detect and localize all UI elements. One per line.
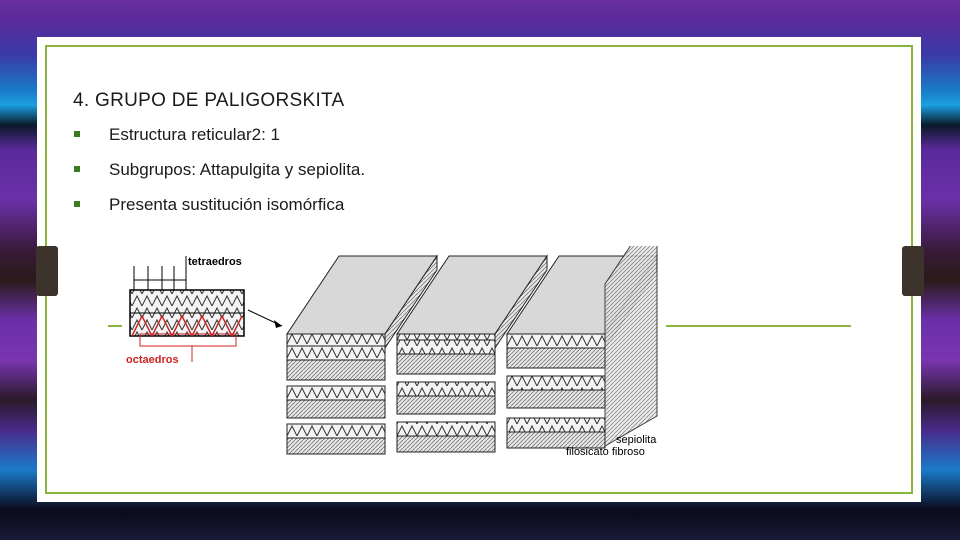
right-side-tab bbox=[902, 246, 924, 296]
bullet-text: Subgrupos: Attapulgita y sepiolita. bbox=[109, 160, 366, 179]
caption-line-2: filosicato fibroso bbox=[566, 446, 645, 458]
bullet-item: Estructura reticular2: 1 bbox=[73, 124, 365, 159]
label-tetrahedra: tetraedros bbox=[188, 256, 242, 268]
square-bullet-icon bbox=[74, 131, 80, 137]
slide-title: 4. GRUPO DE PALIGORSKITA bbox=[73, 90, 345, 111]
bullet-item: Presenta sustitución isomórfica bbox=[73, 194, 365, 229]
square-bullet-icon bbox=[74, 166, 80, 172]
bullet-list: Estructura reticular2: 1 Subgrupos: Atta… bbox=[73, 124, 365, 229]
unit-cell-inset bbox=[129, 256, 283, 362]
label-octahedra: octaedros bbox=[126, 354, 179, 366]
bullet-text: Estructura reticular2: 1 bbox=[109, 125, 281, 144]
sepiolite-structure-drawing bbox=[129, 204, 658, 455]
fibrous-slab-stack bbox=[286, 204, 658, 455]
divider-line-right bbox=[666, 325, 851, 327]
bullet-text: Presenta sustitución isomórfica bbox=[109, 195, 345, 214]
bullet-item: Subgrupos: Attapulgita y sepiolita. bbox=[73, 159, 365, 194]
left-side-tab bbox=[36, 246, 58, 296]
square-bullet-icon bbox=[74, 201, 80, 207]
divider-line-left bbox=[108, 325, 124, 327]
sepiolite-structure-figure: tetraedros octaedros sepiolita filosicat… bbox=[122, 204, 666, 458]
caption-line-1: sepiolita bbox=[616, 434, 657, 446]
